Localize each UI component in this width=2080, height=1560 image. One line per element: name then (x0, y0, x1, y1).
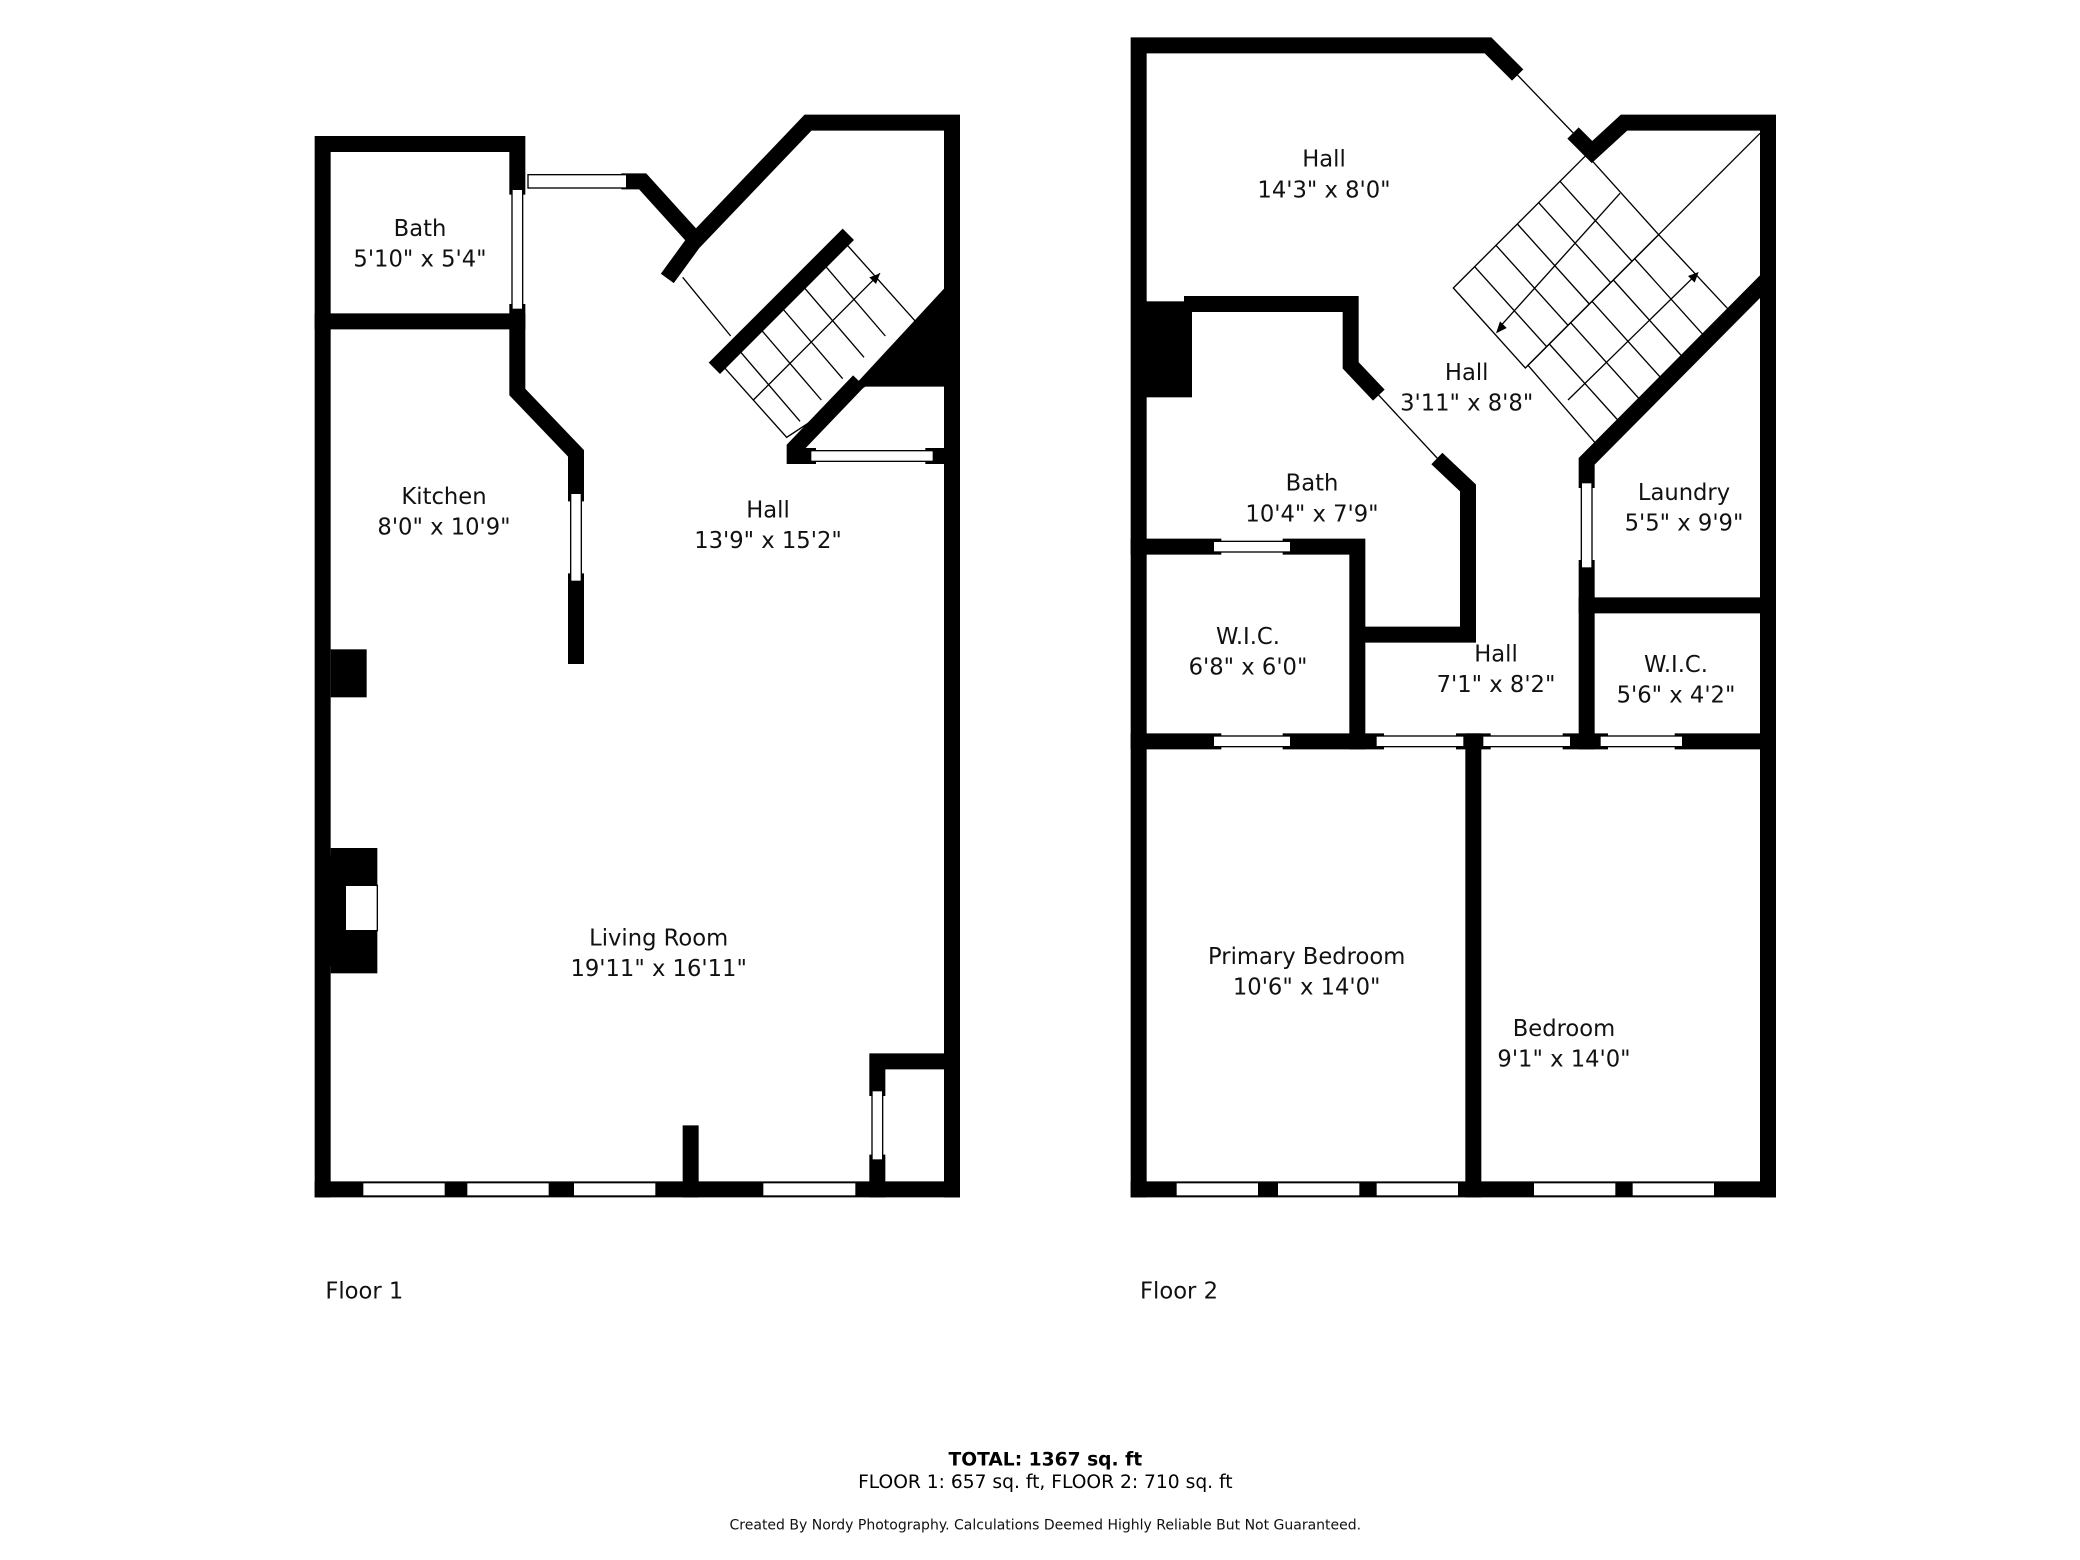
room-name: W.I.C. (1216, 624, 1280, 650)
floor-2-label: Floor 2 (1140, 1279, 1218, 1305)
room-name: Laundry (1638, 480, 1730, 506)
wall (1282, 538, 1366, 750)
window (362, 1182, 446, 1197)
door-opening (1375, 735, 1465, 748)
staircase (719, 239, 935, 439)
window (466, 1182, 550, 1197)
door-opening (1372, 388, 1444, 465)
room-dims: 5'10" x 5'4" (353, 247, 486, 273)
door-opening (527, 173, 628, 189)
door-opening (1511, 68, 1580, 140)
stair-void (853, 280, 952, 387)
room-name: W.I.C. (1644, 652, 1708, 678)
room-name: Bath (394, 216, 447, 242)
wall (869, 1053, 960, 1096)
window (1532, 1182, 1617, 1197)
chimney-block (330, 649, 367, 698)
room-dims: 14'3" x 8'0" (1257, 177, 1390, 203)
door-opening (1580, 481, 1593, 569)
room-name: Hall (746, 497, 790, 523)
floor-2-plan: Hall 14'3" x 8'0" Hall 3'11" x 8'8" Bath… (1130, 37, 1776, 1305)
door-opening (511, 188, 524, 310)
room-name: Bath (1286, 471, 1339, 497)
wall (509, 304, 584, 502)
room-dims: 5'6" x 4'2" (1617, 683, 1736, 709)
room-name: Kitchen (401, 484, 486, 510)
wall (1352, 452, 1476, 643)
floor-1-plan: Bath 5'10" x 5'4" Kitchen 8'0" x 10'9" H… (314, 114, 960, 1305)
door-opening (1481, 735, 1572, 748)
door-opening (1212, 540, 1292, 553)
room-name: Hall (1302, 147, 1346, 173)
wall (314, 136, 526, 1198)
total-area: TOTAL: 1367 sq. ft (949, 1449, 1143, 1470)
credit-line: Created By Nordy Photography. Calculatio… (730, 1517, 1362, 1533)
fireplace (329, 848, 378, 974)
room-name: Living Room (589, 925, 728, 951)
window (572, 1182, 657, 1197)
room-dims: 13'9" x 15'2" (694, 528, 842, 554)
wall (1130, 37, 1524, 1198)
staircase (1452, 132, 1761, 447)
door-opening (1599, 735, 1684, 748)
room-name: Hall (1445, 360, 1489, 386)
window (1276, 1182, 1361, 1197)
wall (786, 375, 865, 464)
room-dims: 6'8" x 6'0" (1189, 655, 1308, 681)
door-opening (682, 276, 732, 337)
room-dims: 7'1" x 8'2" (1437, 672, 1556, 698)
room-dims: 9'1" x 14'0" (1497, 1047, 1630, 1073)
door-opening (1212, 735, 1292, 748)
room-name: Bedroom (1513, 1016, 1615, 1042)
room-dims: 5'5" x 9'9" (1625, 511, 1744, 537)
room-dims: 19'11" x 16'11" (570, 956, 746, 982)
room-dims: 8'0" x 10'9" (377, 515, 510, 541)
window (810, 450, 934, 462)
wall (1184, 296, 1385, 401)
door-opening (761, 1182, 857, 1197)
wall (1578, 275, 1772, 488)
wall (1567, 114, 1776, 1198)
room-dims: 3'11" x 8'8" (1400, 391, 1533, 417)
window (1631, 1182, 1716, 1197)
window (1175, 1182, 1260, 1197)
window (871, 1090, 884, 1161)
window (1375, 1182, 1460, 1197)
floor-1-label: Floor 1 (325, 1279, 403, 1305)
room-dims: 10'4" x 7'9" (1245, 501, 1378, 527)
floor-area-breakdown: FLOOR 1: 657 sq. ft, FLOOR 2: 710 sq. ft (858, 1472, 1233, 1493)
room-name: Primary Bedroom (1208, 944, 1405, 970)
room-name: Hall (1474, 641, 1518, 667)
window (570, 492, 582, 582)
wall (660, 114, 960, 1198)
chase-block (1138, 301, 1192, 398)
wall (621, 173, 705, 249)
room-dims: 10'6" x 14'0" (1233, 975, 1381, 1001)
